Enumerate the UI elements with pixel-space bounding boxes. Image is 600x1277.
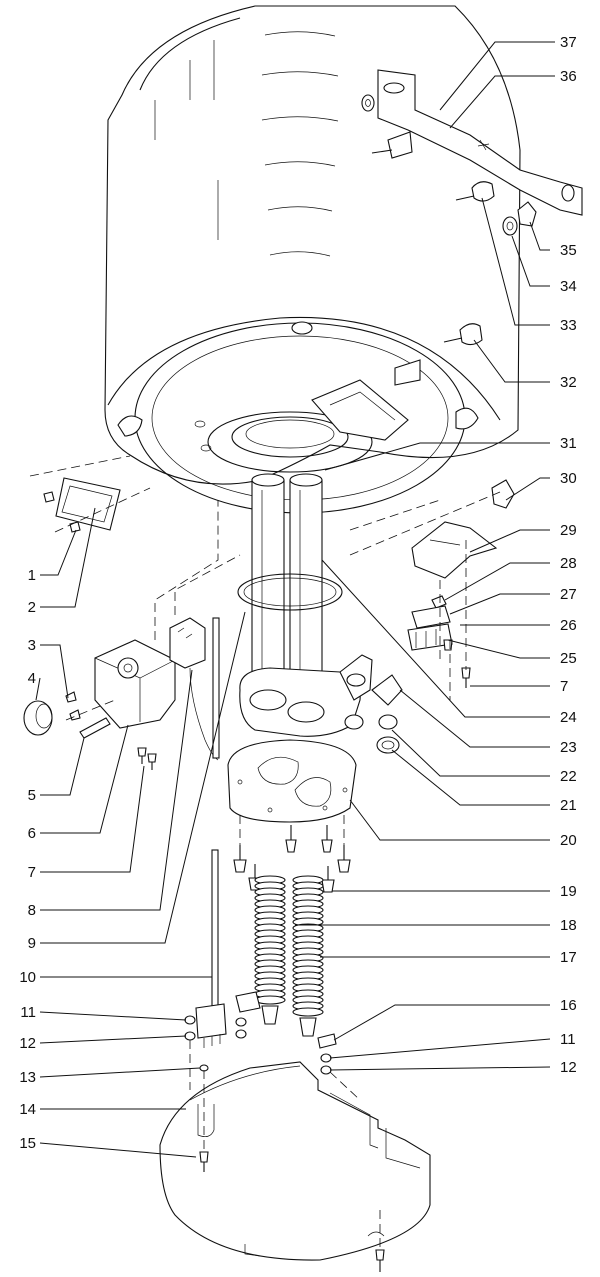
callout-left-14: 14 [19, 1101, 36, 1118]
callout-right-11: 11 [560, 1031, 576, 1048]
heating-coils [254, 875, 324, 1037]
callout-right-23: 23 [560, 739, 577, 756]
callout-left-8: 8 [28, 902, 36, 919]
callout-left-4: 4 [28, 670, 36, 687]
callout-right-37: 37 [560, 34, 577, 51]
callout-left-9: 9 [28, 935, 36, 952]
callout-right-28: 28 [560, 555, 577, 572]
callout-left-5: 5 [28, 787, 36, 804]
callout-right-7: 7 [560, 678, 568, 695]
callout-right-36: 36 [560, 68, 577, 85]
callout-right-29: 29 [560, 522, 577, 539]
callout-right-33: 33 [560, 317, 577, 334]
callout-right-17: 17 [560, 949, 577, 966]
callout-right-18: 18 [560, 917, 577, 934]
callout-left-10: 10 [19, 969, 36, 986]
callout-right-30: 30 [560, 470, 577, 487]
tank-body [104, 5, 521, 514]
callout-right-27: 27 [560, 586, 577, 603]
callout-right-35: 35 [560, 242, 577, 259]
callout-right-31: 31 [560, 435, 577, 452]
mounting-screws [371, 131, 537, 346]
callout-right-34: 34 [560, 278, 577, 295]
callout-left-11: 11 [20, 1004, 36, 1021]
coil-terminal [261, 1005, 279, 1025]
coil-terminal [299, 1017, 317, 1037]
callout-right-20: 20 [560, 832, 577, 849]
thermostat-assembly [23, 477, 220, 770]
callout-right-24: 24 [560, 709, 577, 726]
leader-lines [35, 41, 555, 1158]
assembly-lines [29, 455, 501, 1250]
callout-right-19: 19 [560, 883, 577, 900]
callout-right-12: 12 [560, 1059, 577, 1076]
callout-right-32: 32 [560, 374, 577, 391]
coil-turn [254, 995, 286, 1005]
thermostat-bracket [184, 849, 337, 1075]
callout-right-22: 22 [560, 768, 577, 785]
flange-plate [227, 739, 357, 823]
wall-bracket [361, 69, 583, 216]
callout-left-6: 6 [28, 825, 36, 842]
callout-left-2: 2 [28, 599, 36, 616]
callout-left-12: 12 [19, 1035, 36, 1052]
callout-right-16: 16 [560, 997, 577, 1014]
callout-left-7: 7 [28, 864, 36, 881]
coil-turn [292, 1007, 324, 1017]
callout-numbers: 1234567891011121314153736353433323130292… [19, 34, 576, 1152]
callout-left-1: 1 [28, 567, 36, 584]
flange-screws [233, 825, 351, 893]
callout-right-26: 26 [560, 617, 577, 634]
heating-tubes [237, 473, 403, 737]
callout-left-13: 13 [19, 1069, 36, 1086]
callout-right-25: 25 [560, 650, 577, 667]
callout-left-15: 15 [19, 1135, 36, 1152]
bottom-cover [159, 1061, 431, 1272]
terminal-parts [407, 479, 515, 688]
callout-right-21: 21 [560, 797, 577, 814]
callout-left-3: 3 [28, 637, 36, 654]
pipe-fittings [344, 673, 400, 754]
